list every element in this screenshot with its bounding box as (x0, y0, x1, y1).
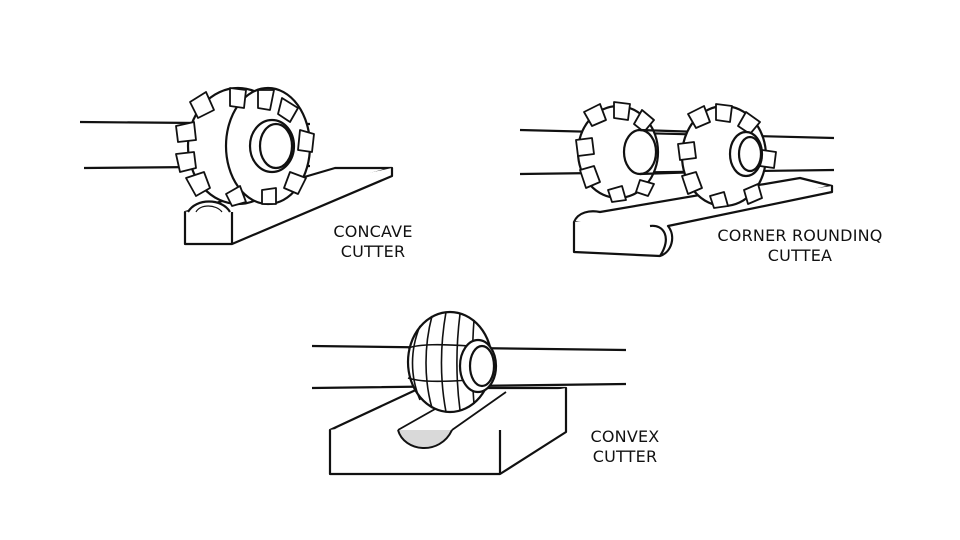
corner-arbor (519, 128, 835, 176)
concave-cutter-figure (79, 86, 394, 246)
corner-rounding-cutter-label: CORNER ROUNDINQ CUTTEA (700, 226, 900, 266)
concave-label-line1: CONCAVE (333, 222, 413, 241)
convex-label-line2: CUTTER (592, 447, 658, 466)
convex-cutter-label: CONVEX CUTTER (575, 427, 675, 467)
corner-label-line2: CUTTEA (767, 246, 833, 265)
corner-label-line1: CORNER ROUNDINQ (717, 226, 883, 245)
convex-cutter-figure (311, 310, 627, 476)
concave-cutter-label: CONCAVE CUTTER (318, 222, 428, 262)
concave-label-line2: CUTTER (340, 242, 406, 261)
corner-rounding-cutter-figure (519, 101, 835, 258)
convex-label-line1: CONVEX (590, 427, 660, 446)
